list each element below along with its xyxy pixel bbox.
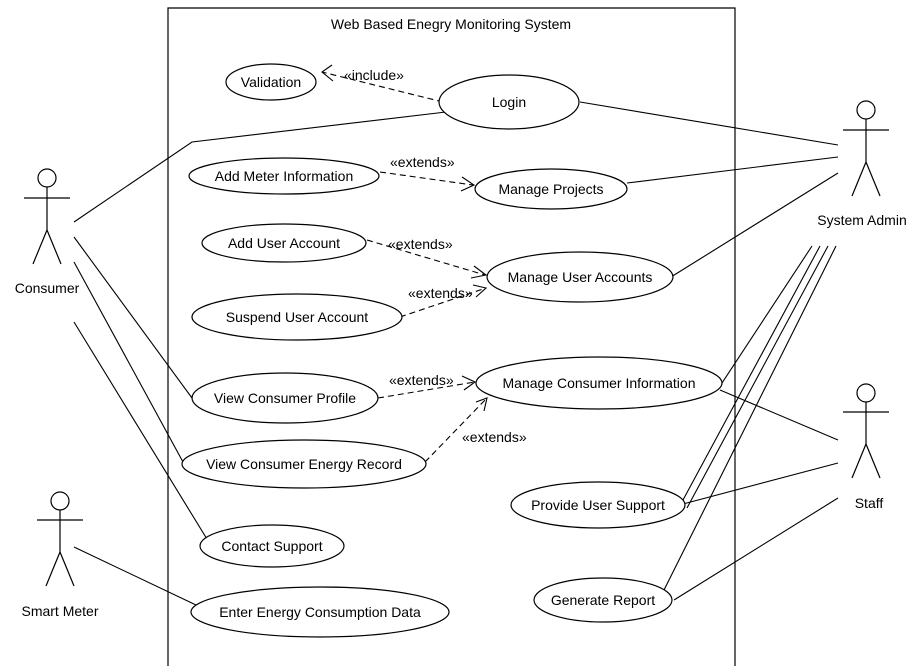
stereotype-extends-view-energy: «extends»: [462, 429, 527, 445]
use-case-manage-consumer-information[interactable]: Manage Consumer Information: [475, 356, 723, 410]
stereotype-labels: «include» «extends» «extends» «extends» …: [344, 67, 527, 445]
actor-smart-meter[interactable]: Smart Meter: [21, 491, 99, 619]
stick-figure-icon: [843, 100, 889, 197]
assoc-admin-manage-users: [670, 172, 839, 278]
dep-add-meter-extends-manage-projects: [379, 171, 474, 186]
arrowhead-manage-consumer-a: [461, 375, 477, 391]
svg-text:Generate Report: Generate Report: [551, 592, 655, 608]
use-case-add-user-account[interactable]: Add User Account: [201, 223, 367, 263]
actor-label-system-admin: System Admin: [817, 212, 906, 228]
dep-view-energy-extends-manage-consumer: [424, 397, 488, 463]
arrowhead-manage-projects: [460, 176, 476, 192]
svg-text:Manage Projects: Manage Projects: [498, 181, 603, 197]
assoc-admin-generate-report: [663, 245, 837, 591]
svg-text:Add Meter Information: Add Meter Information: [215, 168, 354, 184]
dep-login-include-validation: [321, 71, 444, 103]
svg-text:Manage User Accounts: Manage User Accounts: [508, 269, 653, 285]
use-case-manage-projects[interactable]: Manage Projects: [474, 168, 628, 210]
use-case-view-consumer-energy-record[interactable]: View Consumer Energy Record: [181, 439, 427, 489]
svg-text:Manage Consumer Information: Manage Consumer Information: [503, 375, 696, 391]
assoc-admin-manage-consumer-info: [721, 245, 813, 384]
dep-suspend-user-extends-manage-users: [399, 287, 487, 318]
arrowhead-validation: [321, 64, 334, 82]
associations: [73, 101, 839, 606]
actor-label-staff: Staff: [855, 495, 884, 511]
use-case-manage-user-accounts[interactable]: Manage User Accounts: [486, 251, 674, 303]
actor-label-consumer: Consumer: [15, 280, 80, 296]
svg-text:View Consumer Profile: View Consumer Profile: [214, 390, 356, 406]
actor-staff[interactable]: Staff: [843, 383, 889, 511]
use-case-login[interactable]: Login: [438, 74, 580, 130]
use-case-view-consumer-profile[interactable]: View Consumer Profile: [191, 372, 379, 424]
assoc-admin-provide-support-b: [686, 245, 829, 509]
stick-figure-icon: [37, 491, 83, 587]
svg-text:Provide User Support: Provide User Support: [531, 497, 665, 513]
assoc-staff-generate-report: [673, 497, 839, 601]
dependencies: [321, 64, 488, 463]
arrowhead-manage-users-b: [472, 284, 488, 298]
arrowhead-manage-consumer-b: [475, 397, 488, 412]
assoc-staff-manage-consumer-info: [719, 389, 839, 441]
use-case-validation[interactable]: Validation: [225, 63, 317, 101]
system-boundary: Web Based Enegry Monitoring System: [167, 7, 736, 666]
use-case-enter-energy-consumption-data[interactable]: Enter Energy Consumption Data: [190, 586, 450, 638]
assoc-consumer-view-energy: [73, 261, 184, 463]
svg-text:Add User Account: Add User Account: [228, 235, 340, 251]
svg-text:Suspend User Account: Suspend User Account: [226, 309, 369, 325]
use-case-provide-user-support[interactable]: Provide User Support: [510, 481, 686, 529]
stereotype-include: «include»: [344, 67, 404, 83]
svg-text:View Consumer Energy Record: View Consumer Energy Record: [206, 456, 402, 472]
arrowhead-manage-users-a: [470, 265, 488, 279]
assoc-admin-manage-projects: [626, 156, 839, 184]
use-case-suspend-user-account[interactable]: Suspend User Account: [191, 293, 403, 341]
svg-text:Login: Login: [492, 94, 526, 110]
stick-figure-icon: [24, 168, 70, 265]
actor-system-admin[interactable]: System Admin: [817, 100, 907, 228]
stereotype-extends-view-profile: «extends»: [389, 372, 454, 388]
assoc-smartmeter-enter-data: [73, 546, 197, 606]
use-case-add-meter-information[interactable]: Add Meter Information: [188, 157, 380, 195]
stereotype-extends-add-user: «extends»: [388, 236, 453, 252]
svg-text:Validation: Validation: [241, 74, 301, 90]
use-case-contact-support[interactable]: Contact Support: [199, 524, 345, 568]
stereotype-extends-projects: «extends»: [390, 154, 455, 170]
svg-text:Contact Support: Contact Support: [221, 538, 322, 554]
assoc-staff-provide-support: [682, 462, 839, 505]
assoc-admin-provide-support-a: [682, 245, 821, 501]
use-case-generate-report[interactable]: Generate Report: [533, 577, 673, 623]
svg-text:Enter Energy Consumption Data: Enter Energy Consumption Data: [219, 604, 421, 620]
dep-add-user-extends-manage-users: [366, 239, 486, 276]
assoc-consumer-contact-support: [73, 321, 211, 545]
assoc-consumer-view-profile: [73, 236, 193, 399]
actor-consumer[interactable]: Consumer: [15, 168, 80, 296]
actor-label-smart-meter: Smart Meter: [21, 603, 98, 619]
system-title: Web Based Enegry Monitoring System: [331, 16, 571, 32]
dep-view-profile-extends-manage-consumer: [377, 381, 476, 399]
assoc-consumer-login: [73, 111, 447, 223]
assoc-admin-login: [579, 101, 839, 146]
stereotype-extends-suspend-user: «extends»: [408, 285, 473, 301]
stick-figure-icon: [843, 383, 889, 479]
